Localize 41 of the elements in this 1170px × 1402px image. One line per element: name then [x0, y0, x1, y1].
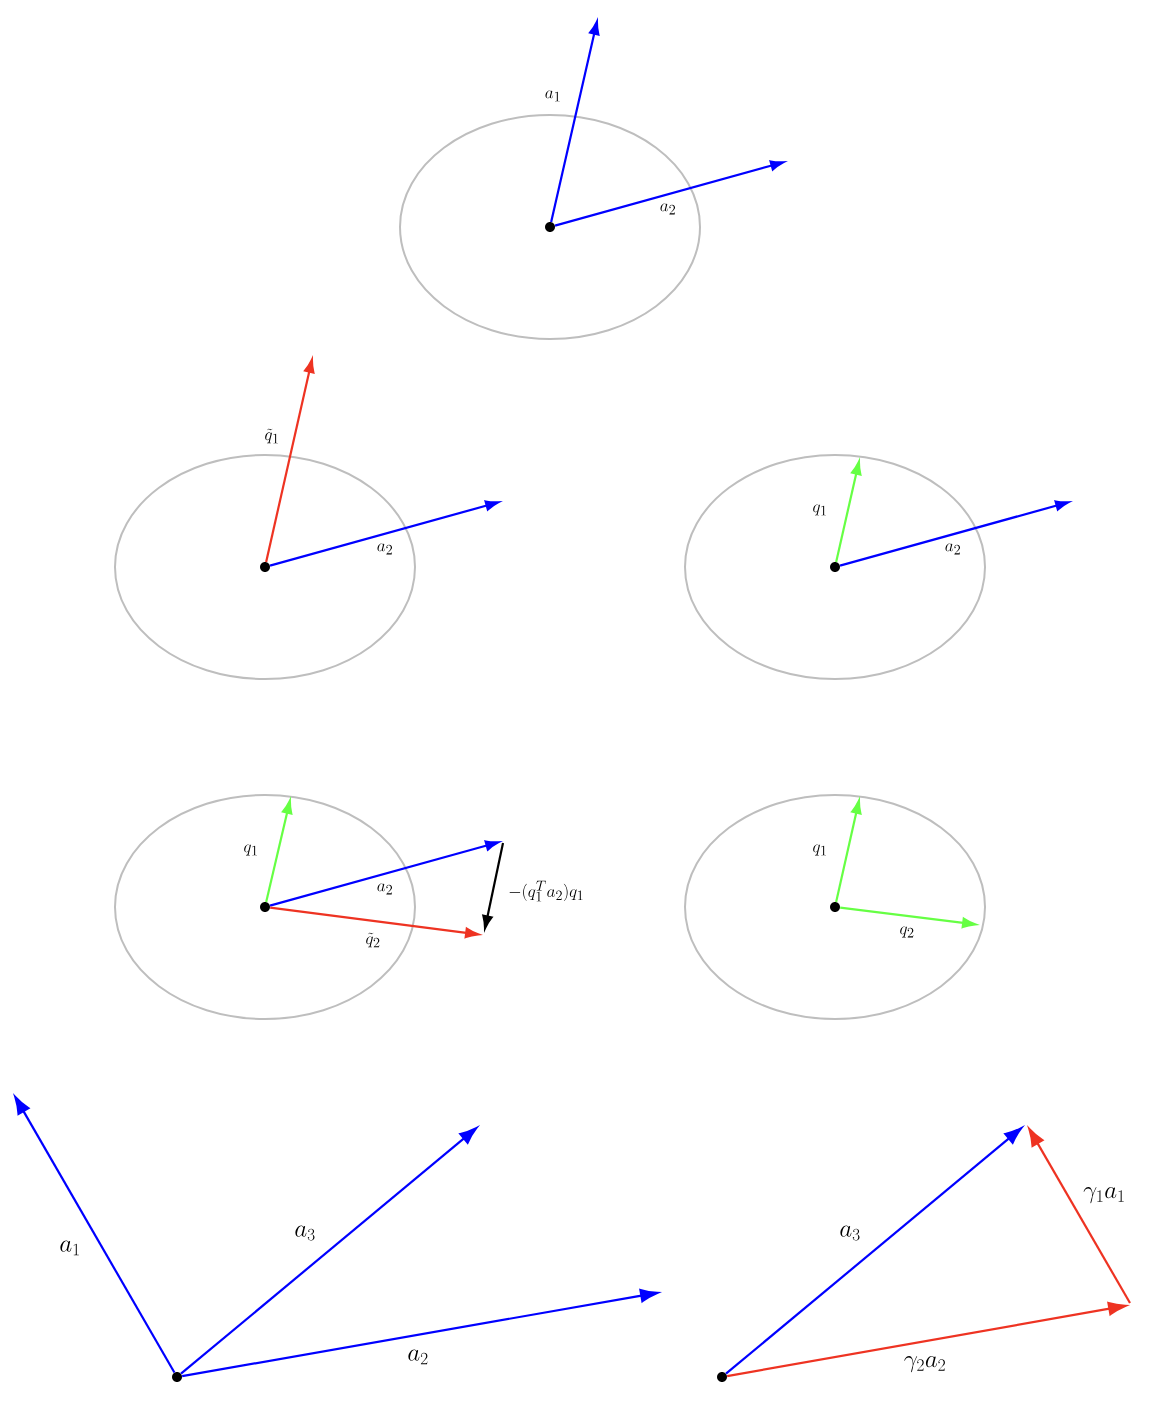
- vector-arrow: [726, 1301, 1127, 1378]
- vector-label: $a_2$: [408, 1349, 428, 1365]
- origin-point: [260, 902, 270, 912]
- origin-point: [830, 902, 840, 912]
- vector-arrow: [269, 840, 500, 907]
- vector-label: $\gamma_2 a_2$: [904, 1356, 945, 1373]
- vector-label: $q_1$: [813, 504, 826, 516]
- vector-arrow: [835, 799, 862, 903]
- vector-label: $q_1$: [813, 844, 826, 856]
- vector-label: $a_2$: [377, 883, 392, 895]
- vector-label: $q_2$: [900, 926, 914, 938]
- vector-label: $a_1$: [545, 90, 560, 102]
- vector-arrow: [14, 1096, 176, 1374]
- vector-arrow: [839, 500, 1070, 567]
- vector-label: $q_1$: [244, 844, 257, 856]
- vector-label: $\tilde{q}_2$: [366, 932, 380, 948]
- vector-arrow: [265, 799, 293, 903]
- vector-label: $a_3$: [295, 1225, 315, 1241]
- vector-arrow: [550, 20, 600, 223]
- vector-arrow: [725, 1127, 1023, 1375]
- vector-label: $\gamma_1 a_1$: [1083, 1187, 1124, 1204]
- origin-point: [172, 1372, 182, 1382]
- origin-point: [260, 562, 270, 572]
- vector-label: $\tilde{q}_1$: [265, 428, 278, 444]
- vector-arrow: [181, 1288, 659, 1378]
- vector-label: $a_2$: [660, 203, 675, 215]
- vector-label: $a_2$: [945, 543, 960, 555]
- vector-label: $a_1$: [60, 1240, 79, 1256]
- vector-arrow: [180, 1127, 478, 1375]
- vector-label: $a_3$: [840, 1225, 860, 1241]
- origin-point: [830, 562, 840, 572]
- vector-arrow: [835, 460, 862, 563]
- vector-arrow: [270, 906, 480, 939]
- vector-label: $a_2$: [377, 543, 392, 555]
- vector-arrow: [840, 906, 977, 929]
- vector-arrow: [554, 160, 785, 227]
- vector-label: $-(q_1^T a_2)q_1$: [509, 880, 583, 902]
- origin-point: [545, 222, 555, 232]
- vector-arrow: [265, 358, 315, 563]
- vector-arrow: [269, 500, 500, 567]
- origin-point: [717, 1372, 727, 1382]
